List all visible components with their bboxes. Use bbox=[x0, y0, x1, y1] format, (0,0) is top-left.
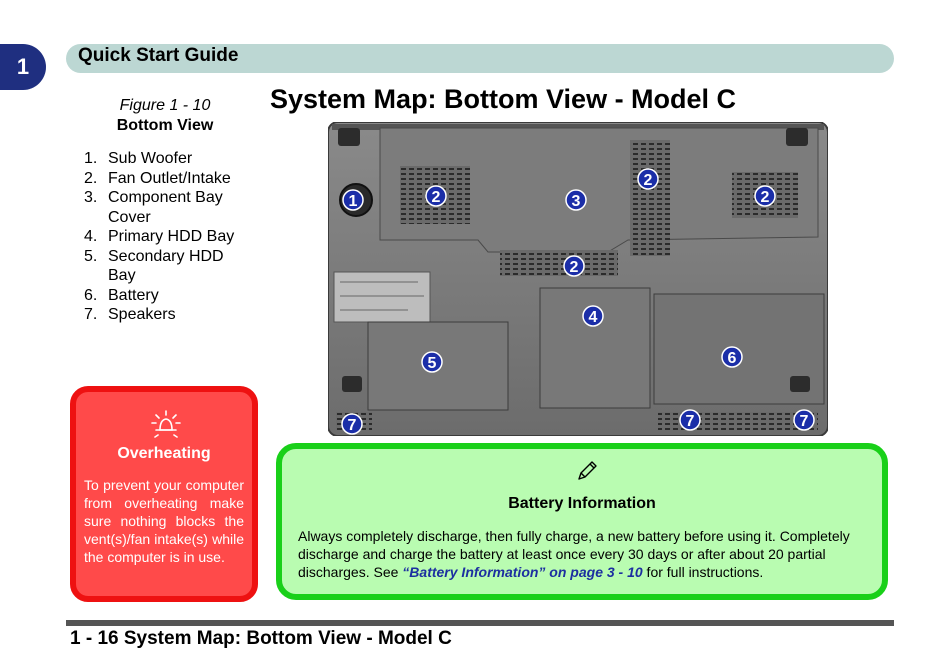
legend-item: 2.Fan Outlet/Intake bbox=[84, 169, 231, 187]
svg-text:7: 7 bbox=[686, 413, 695, 430]
battery-info-title: Battery Information bbox=[508, 495, 656, 512]
callout-7: 7 bbox=[341, 413, 363, 435]
svg-text:5: 5 bbox=[428, 355, 437, 372]
svg-text:2: 2 bbox=[644, 172, 653, 189]
svg-text:4: 4 bbox=[589, 309, 598, 326]
callout-7: 7 bbox=[679, 409, 701, 431]
svg-text:2: 2 bbox=[570, 259, 579, 276]
overheating-warning-box: Overheating To prevent your computer fro… bbox=[70, 386, 258, 602]
callout-3: 3 bbox=[565, 189, 587, 211]
warning-text: To prevent your computer from overheatin… bbox=[84, 477, 244, 565]
svg-text:2: 2 bbox=[761, 189, 770, 206]
callout-1: 1 bbox=[342, 189, 364, 211]
battery-info-link[interactable]: “Battery Information” on page 3 - 10 bbox=[402, 564, 643, 580]
svg-text:1: 1 bbox=[349, 193, 358, 210]
callout-5: 5 bbox=[421, 351, 443, 373]
svg-text:7: 7 bbox=[800, 413, 809, 430]
footer-title: 1 - 16 System Map: Bottom View - Model C bbox=[70, 628, 452, 649]
svg-text:3: 3 bbox=[572, 193, 581, 210]
callout-markers: 1 2 3 2 2 2 4 5 6 7 7 7 bbox=[341, 168, 815, 435]
warning-title: Overheating bbox=[117, 445, 211, 462]
header-title: Quick Start Guide bbox=[78, 45, 239, 66]
svg-text:2: 2 bbox=[432, 189, 441, 206]
callout-4: 4 bbox=[582, 305, 604, 327]
callout-6: 6 bbox=[721, 346, 743, 368]
callout-2: 2 bbox=[563, 255, 585, 277]
callout-2: 2 bbox=[754, 185, 776, 207]
legend-list: 1.Sub Woofer 2.Fan Outlet/Intake 3.Compo… bbox=[84, 149, 254, 325]
legend-item: 6.Battery bbox=[84, 286, 159, 304]
pencil-icon bbox=[578, 461, 597, 480]
figure-title: Bottom View bbox=[116, 117, 214, 134]
header-bar bbox=[66, 44, 894, 73]
legend-item: 3.Component Bay Cover bbox=[84, 189, 223, 226]
footer-rule bbox=[66, 620, 894, 626]
page-title: System Map: Bottom View - Model C bbox=[270, 84, 737, 114]
callout-2: 2 bbox=[637, 168, 659, 190]
overheat-icon bbox=[151, 410, 181, 438]
callout-7: 7 bbox=[793, 409, 815, 431]
legend-item: 4.Primary HDD Bay bbox=[84, 228, 235, 245]
chapter-number: 1 bbox=[16, 54, 30, 79]
svg-text:6: 6 bbox=[728, 350, 737, 367]
callout-2: 2 bbox=[425, 185, 447, 207]
legend-item: 7.Speakers bbox=[84, 306, 176, 323]
svg-text:7: 7 bbox=[348, 417, 357, 434]
laptop-bottom-photo: 1 2 3 2 2 2 4 5 6 7 7 7 bbox=[328, 122, 828, 436]
chapter-tab: 1 bbox=[0, 44, 46, 90]
battery-info-text: Always completely discharge, then fully … bbox=[298, 528, 850, 580]
figure-number: Figure 1 - 10 bbox=[119, 97, 211, 114]
legend-item: 1.Sub Woofer bbox=[84, 150, 193, 167]
legend-item: 5.Secondary HDD Bay bbox=[84, 247, 224, 285]
battery-info-box: Battery Information Always completely di… bbox=[276, 443, 888, 600]
